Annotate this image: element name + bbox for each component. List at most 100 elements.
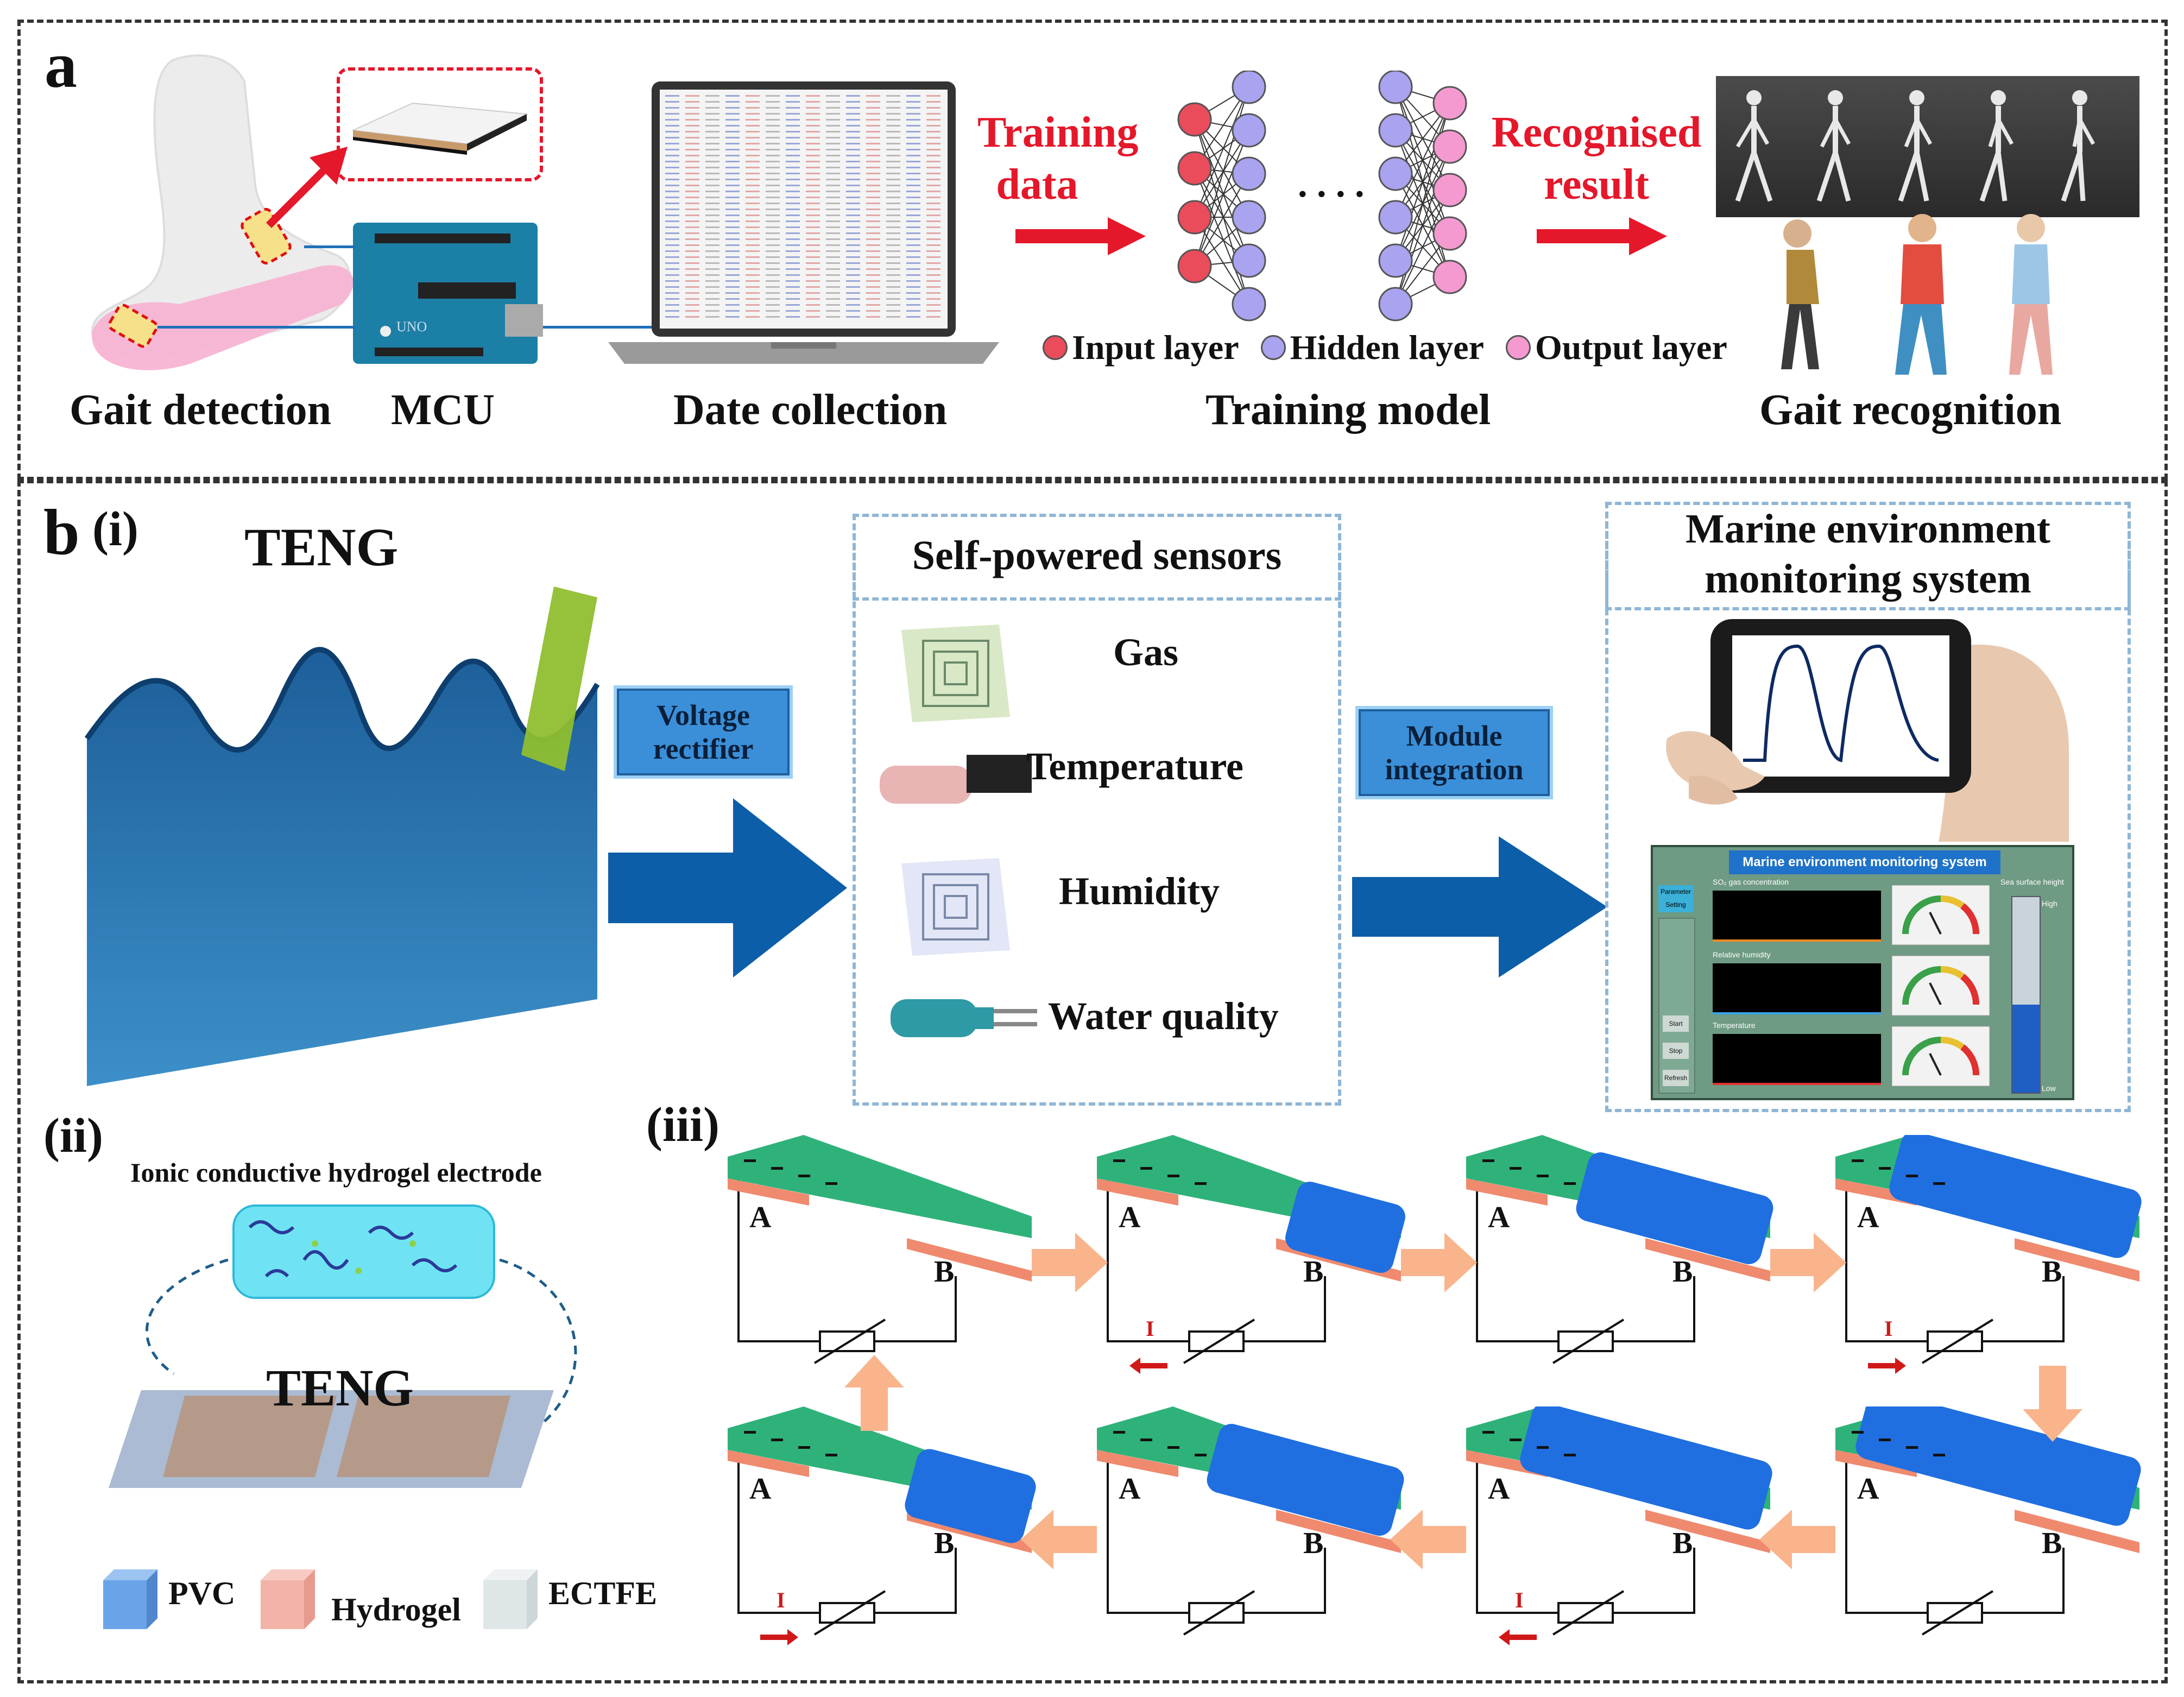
laptop-data-cell [886, 113, 900, 115]
laptop-data-cell [886, 107, 900, 109]
laptop-data-cell [786, 185, 800, 186]
laptop-data-cell [685, 286, 699, 288]
laptop-data-cell [866, 107, 880, 109]
laptop-data-cell [725, 155, 740, 156]
skeleton-head [1828, 90, 1843, 105]
laptop-data-cell [685, 226, 699, 228]
stop-button[interactable]: Stop [1663, 1043, 1689, 1059]
negative-charge [1564, 1182, 1576, 1185]
laptop-data-cell [685, 280, 699, 282]
laptop-data-cell [665, 250, 679, 252]
laptop-data-cell [786, 197, 800, 198]
laptop-data-cell [866, 232, 880, 234]
laptop-data-cell [746, 262, 760, 264]
laptop-data-cell [766, 185, 780, 186]
skeleton-figures [1735, 90, 2095, 202]
network-node [1432, 216, 1467, 251]
laptop-data-cell [886, 268, 900, 270]
laptop-data-cell [665, 226, 679, 228]
laptop-data-cell [665, 256, 679, 258]
skeleton-leg [1735, 151, 1757, 202]
laptop-data-cell [766, 203, 780, 204]
laptop-data-cell [846, 155, 860, 156]
gauge-needle [1929, 982, 1942, 1005]
laptop-data-cell [725, 125, 740, 127]
negative-charge [1113, 1159, 1125, 1162]
gauge-arc-red [1960, 903, 1980, 935]
label-date-collection: Date collection [673, 386, 948, 434]
laptop-data-cell [685, 191, 699, 192]
laptop-data-cell [866, 268, 880, 270]
laptop-data-cell [826, 286, 840, 288]
laptop-data-cell [766, 220, 780, 222]
resistor-arrow [813, 1319, 886, 1364]
laptop-data-cell [846, 161, 860, 162]
laptop-data-cell [926, 167, 940, 168]
laptop-data-cell [746, 238, 760, 240]
laptop-data-cell [725, 149, 740, 150]
laptop-data-cell [866, 203, 880, 204]
laptop-data-cell [725, 209, 740, 210]
laptop-data-cell [786, 173, 800, 174]
laptop-data-cell [665, 203, 679, 204]
electrode-a-label: A [1857, 1201, 1879, 1234]
laptop-data-cell [906, 286, 920, 288]
laptop-data-cell [826, 268, 840, 270]
laptop-data-cell [906, 107, 920, 109]
laptop-data-cell [866, 149, 880, 150]
water-quality-sensor-icon [891, 999, 1037, 1037]
laptop-data-cell [826, 256, 840, 258]
laptop-data-cell [705, 238, 719, 240]
laptop-data-cell [926, 179, 940, 180]
skeleton-strip [1716, 76, 2139, 217]
laptop-data-cell [906, 238, 920, 240]
laptop-data-cell [866, 155, 880, 156]
laptop-data-cell [826, 310, 840, 312]
laptop-data-cell [846, 113, 860, 115]
laptop-data-cell [705, 191, 719, 192]
gauge-arc-red [1960, 974, 1980, 1005]
stop-button-label: Stop [1669, 1047, 1683, 1055]
laptop-data-cell [665, 161, 679, 162]
refresh-button[interactable]: Refresh [1663, 1070, 1689, 1086]
electrode-a [728, 1178, 809, 1206]
laptop-data-cell [806, 185, 820, 186]
laptop-data-cell [786, 191, 800, 192]
laptop-data-cell [846, 107, 860, 109]
laptop-data-cell [685, 220, 699, 222]
start-button[interactable]: Start [1663, 1015, 1689, 1032]
label-gait-detection: Gait detection [70, 386, 332, 434]
svg-text:UNO: UNO [396, 319, 427, 335]
laptop-data-cell [725, 304, 740, 306]
laptop-data-cell [826, 167, 840, 168]
laptop-data-cell [746, 244, 760, 246]
laptop-data-cell [826, 232, 840, 234]
laptop-data-cell [886, 256, 900, 258]
laptop-data-cell [926, 280, 940, 282]
cycle-arrow [1401, 1233, 1477, 1292]
wire-foot-mcu-lower [157, 326, 356, 329]
cycle-arrow [1021, 1510, 1097, 1569]
laptop-data-cell [846, 203, 860, 204]
laptop-data-cell [705, 161, 719, 162]
laptop-data-cell [766, 95, 780, 97]
skeleton-leg [1979, 151, 2001, 202]
current-label: I [1146, 1316, 1154, 1341]
laptop-data-cell [906, 161, 920, 162]
sensor-humidity-label: Humidity [1059, 869, 1220, 913]
laptop-data-cell [705, 203, 719, 204]
laptop-data-cell [766, 119, 780, 121]
sensor-layer-stack [351, 102, 529, 155]
walking-people [1781, 214, 2053, 375]
laptop-data-cell [746, 101, 760, 103]
param-setting-button[interactable]: Parameter Setting [1658, 885, 1693, 912]
training-data-arrow [1015, 217, 1146, 255]
chart-label-temperature: Temperature [1713, 1021, 1756, 1030]
chart-label-humidity: Relative humidity [1713, 950, 1771, 959]
label-training-model: Training model [1205, 386, 1491, 434]
laptop-data-cell [806, 167, 820, 168]
laptop-data-cell [766, 256, 780, 258]
laptop-data-cell [705, 143, 719, 144]
laptop-data-cell [705, 304, 719, 306]
laptop-data-cell [806, 107, 820, 109]
